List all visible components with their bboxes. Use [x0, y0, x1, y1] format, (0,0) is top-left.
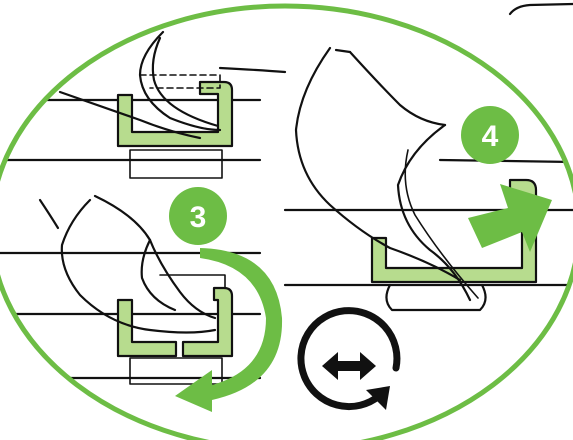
step-3-badge: 3 [169, 187, 227, 245]
step-4-badge: 4 [461, 106, 519, 164]
magnified-view [0, 32, 573, 384]
right-push-arrow-icon [468, 184, 552, 252]
panel-top-left [60, 32, 285, 178]
panel-step-4 [296, 48, 573, 310]
step-3-number: 3 [190, 201, 207, 234]
rotate-horizontal-icon [301, 311, 397, 410]
step-4-number: 4 [482, 120, 499, 153]
corner-outline [510, 4, 573, 14]
